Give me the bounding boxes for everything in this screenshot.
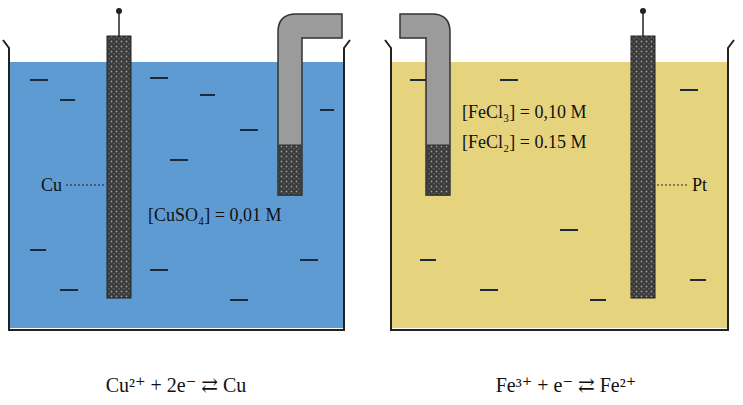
electrode-label: Cu xyxy=(41,175,62,196)
concentration-label: [FeCl₂] = 0.15 M xyxy=(462,132,586,153)
porous-plug xyxy=(427,145,449,195)
concentration-label: [FeCl₃] = 0,10 M xyxy=(462,102,586,123)
wire xyxy=(642,12,644,36)
half-reaction: Cu²⁺ + 2e⁻ ⇄ Cu xyxy=(106,374,247,397)
porous-plug xyxy=(279,145,301,195)
terminal xyxy=(640,8,646,14)
half-reaction: Fe³⁺ + e⁻ ⇄ Fe²⁺ xyxy=(496,374,637,397)
wire xyxy=(118,12,120,36)
terminal xyxy=(116,8,122,14)
platinum-electrode xyxy=(631,36,655,298)
salt-bridge xyxy=(400,14,450,195)
concentration-label: [CuSO₄] = 0,01 M xyxy=(148,205,281,226)
copper-electrode xyxy=(107,36,131,298)
leader-line xyxy=(66,185,105,186)
leader-line xyxy=(657,185,688,186)
electrode-label: Pt xyxy=(692,175,707,196)
salt-bridge xyxy=(278,14,342,195)
